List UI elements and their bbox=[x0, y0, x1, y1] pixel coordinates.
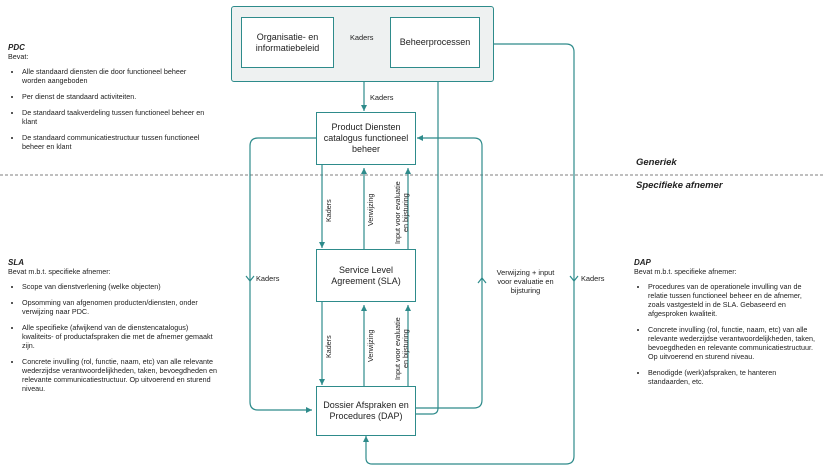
label-kaders-left: Kaders bbox=[256, 274, 280, 283]
sla-item: Opsomming van afgenomen producten/dienst… bbox=[22, 298, 220, 316]
sla-panel-subtitle: Bevat m.b.t. specifieke afnemer: bbox=[8, 267, 111, 276]
arrow-right-inner-loop bbox=[416, 135, 483, 409]
section-specifiek: Specifieke afnemer bbox=[636, 180, 723, 191]
pdc-panel-list: Alle standaard diensten die door functio… bbox=[8, 67, 208, 151]
vlabel-input-1: Input voor evaluatie en bijsturing bbox=[393, 181, 410, 244]
pdc-box: Product Diensten catalogus functioneel b… bbox=[316, 112, 416, 165]
label-kaders-mid: Kaders bbox=[370, 93, 394, 102]
vlabel-verwijzing-1: Verwijzing bbox=[366, 193, 375, 226]
sla-item: Alle specifieke (afwijkend van de dienst… bbox=[22, 323, 220, 350]
chevron-right-outer bbox=[569, 275, 579, 282]
dap-panel-title: DAP bbox=[634, 258, 651, 267]
dap-panel: DAP Bevat m.b.t. specifieke afnemer: Pro… bbox=[634, 258, 818, 393]
sla-panel: SLA Bevat m.b.t. specifieke afnemer: Sco… bbox=[8, 258, 220, 400]
dap-panel-subtitle: Bevat m.b.t. specifieke afnemer: bbox=[634, 267, 737, 276]
dap-panel-list: Procedures van de operationele invulling… bbox=[634, 282, 818, 386]
label-feedback: Verwijzing + input voor evaluatie en bij… bbox=[488, 268, 563, 295]
sla-panel-title: SLA bbox=[8, 258, 24, 267]
vlabel-verwijzing-2: Verwijzing bbox=[366, 329, 375, 362]
arrow-beheer-dap bbox=[363, 43, 575, 465]
pdc-item: Per dienst de standaard activiteiten. bbox=[22, 92, 208, 101]
label-feedback-line3: bijsturing bbox=[510, 286, 541, 295]
dap-item: Benodigde (werk)afspraken, te hanteren s… bbox=[648, 368, 818, 386]
dap-item: Procedures van de operationele invulling… bbox=[648, 282, 818, 318]
pdc-item: De standaard taakverdeling tussen functi… bbox=[22, 108, 208, 126]
sla-item: Scope van dienstverlening (welke objecte… bbox=[22, 282, 220, 291]
sla-item: Concrete invulling (rol, functie, naam, … bbox=[22, 357, 220, 393]
pdc-panel-title: PDC bbox=[8, 43, 25, 52]
dap-box: Dossier Afspraken en Procedures (DAP) bbox=[316, 386, 416, 436]
beheerprocessen-box: Beheerprocessen bbox=[390, 17, 480, 68]
label-kaders-right: Kaders bbox=[581, 274, 605, 283]
label-feedback-line2: voor evaluatie en bbox=[497, 277, 554, 286]
vlabel-input-2: Input voor evaluatie en bijsturing bbox=[393, 317, 410, 380]
vlabel-kaders-2: Kaders bbox=[324, 335, 333, 358]
arrow-dap-beheer bbox=[416, 74, 441, 415]
pdc-item: De standaard communicatiestructuur tusse… bbox=[22, 133, 208, 151]
vlabel-input-1b: en bijsturing bbox=[401, 193, 410, 233]
pdc-panel-subtitle: Bevat: bbox=[8, 52, 29, 61]
org-beleid-box: Organisatie- en informatiebeleid bbox=[241, 17, 334, 68]
label-feedback-line1: Verwijzing + input bbox=[496, 268, 555, 277]
sla-panel-list: Scope van dienstverlening (welke objecte… bbox=[8, 282, 220, 393]
sla-box: Service Level Agreement (SLA) bbox=[316, 249, 416, 302]
chevron-left-loop bbox=[245, 275, 255, 282]
pdc-item: Alle standaard diensten die door functio… bbox=[22, 67, 208, 85]
vlabel-kaders-1: Kaders bbox=[324, 199, 333, 222]
dap-item: Concrete invulling (rol, functie, naam, … bbox=[648, 325, 818, 361]
label-kaders-top: Kaders bbox=[350, 33, 374, 42]
pdc-panel: PDC Bevat: Alle standaard diensten die d… bbox=[8, 43, 208, 158]
section-generiek: Generiek bbox=[636, 157, 677, 168]
chevron-right-inner bbox=[477, 277, 487, 284]
vlabel-input-2b: en bijsturing bbox=[401, 329, 410, 369]
arrow-left-loop bbox=[249, 137, 316, 413]
